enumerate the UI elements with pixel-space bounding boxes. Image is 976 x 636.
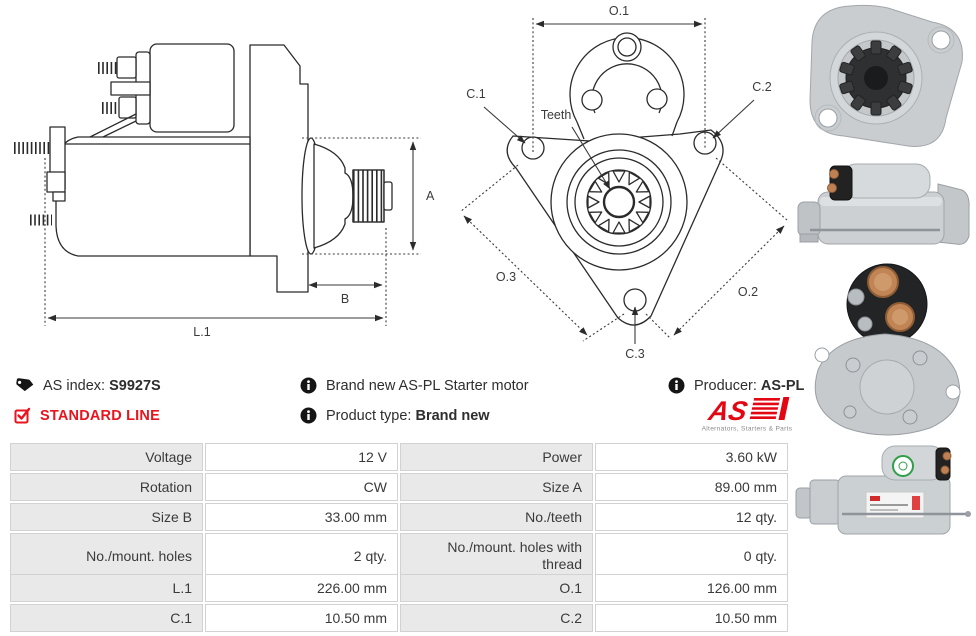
table-row: Voltage 12 V Power 3.60 kW: [10, 443, 788, 471]
spec-value: 12 V: [205, 443, 398, 471]
dim-label-o3: O.3: [496, 270, 516, 284]
as-index-label: AS index:: [43, 378, 106, 394]
dim-label-a: A: [426, 189, 435, 203]
product-photo-rear-view: [814, 263, 961, 436]
spec-label: C.2: [400, 604, 593, 632]
spec-label: Size B: [10, 503, 203, 531]
table-row: L.1 226.00 mm O.1 126.00 mm: [10, 574, 788, 602]
standard-line-label: STANDARD LINE: [40, 407, 160, 424]
dim-label-o1: O.1: [609, 4, 629, 18]
spec-label: No./mount. holes with thread: [400, 533, 593, 579]
technical-drawing-side-view: A B L.1: [14, 43, 435, 339]
description-row: Brand new AS-PL Starter motor: [300, 377, 529, 394]
spec-label: Voltage: [10, 443, 203, 471]
spec-value: 10.50 mm: [595, 604, 788, 632]
producer-label: Producer:: [694, 377, 757, 394]
description-text: Brand new AS-PL Starter motor: [326, 377, 529, 394]
product-photo-side-view: [797, 163, 970, 245]
side-view-dimension-lines: [44, 137, 421, 326]
dim-label-teeth: Teeth: [541, 108, 572, 122]
spec-value: 0 qty.: [595, 533, 788, 579]
spec-label: C.1: [10, 604, 203, 632]
starter-front-outline: [506, 32, 724, 326]
info-icon: [300, 407, 317, 424]
spec-value: 3.60 kW: [595, 443, 788, 471]
standard-line-row: STANDARD LINE: [14, 407, 160, 424]
as-pl-logo: AS Alternators, Starters & Parts: [699, 394, 795, 434]
logo-tagline: Alternators, Starters & Parts: [702, 426, 793, 433]
spec-label: Size A: [400, 473, 593, 501]
dim-label-c3: C.3: [625, 347, 645, 361]
dim-label-o2: O.2: [738, 285, 758, 299]
product-type-row: Product type: Brand new: [300, 407, 490, 424]
producer-value: AS-PL: [760, 377, 805, 394]
spec-value: 226.00 mm: [205, 574, 398, 602]
as-index-value: S9927S: [109, 378, 161, 394]
producer-text: Producer: AS-PL: [694, 378, 804, 394]
dim-label-c1: C.1: [466, 87, 486, 101]
as-index-row: AS index: S9927S: [14, 377, 161, 395]
spec-label: O.1: [400, 574, 593, 602]
product-photo-side-label-view: [795, 445, 971, 535]
technical-drawing-front-view: O.1 C.1 C.2 Teeth O.3 O.2 C.3: [459, 4, 788, 361]
as-pl-logo-graphic: AS Alternators, Starters & Parts: [702, 395, 793, 433]
spec-value: 126.00 mm: [595, 574, 788, 602]
spec-label: Rotation: [10, 473, 203, 501]
product-type-value: Brand new: [415, 407, 490, 424]
spec-label: Power: [400, 443, 593, 471]
dim-label-c2: C.2: [752, 80, 772, 94]
spec-table-upper: Voltage 12 V Power 3.60 kW Rotation CW S…: [8, 441, 790, 581]
table-row: Size B 33.00 mm No./teeth 12 qty.: [10, 503, 788, 531]
spec-label: No./mount. holes: [10, 533, 203, 579]
spec-value: 89.00 mm: [595, 473, 788, 501]
product-type-label: Product type:: [326, 407, 412, 424]
front-view-dimension-lines: [459, 18, 788, 344]
spec-value: 33.00 mm: [205, 503, 398, 531]
spec-value: 10.50 mm: [205, 604, 398, 632]
dim-label-l1: L.1: [193, 325, 210, 339]
spec-table-lower: L.1 226.00 mm O.1 126.00 mm C.1 10.50 mm…: [8, 572, 790, 634]
table-row: Rotation CW Size A 89.00 mm: [10, 473, 788, 501]
checkbox-check-icon: [14, 407, 31, 424]
starter-side-outline: [14, 43, 393, 293]
as-index-text: AS index: S9927S: [43, 378, 161, 394]
logo-as-text: AS: [705, 395, 750, 426]
product-type-text: Product type: Brand new: [326, 408, 490, 424]
pinion-gear-photo: [839, 40, 913, 116]
side-view-dimension-labels: A B L.1: [193, 189, 435, 339]
spec-value: 12 qty.: [595, 503, 788, 531]
producer-row: Producer: AS-PL: [668, 377, 804, 394]
info-icon: [668, 377, 685, 394]
tag-icon: [16, 378, 34, 392]
product-photo-column: [790, 0, 976, 560]
spec-value: 2 qty.: [205, 533, 398, 579]
pinion-gear-drawing: [586, 169, 652, 235]
dim-label-b: B: [341, 292, 349, 306]
front-view-dimension-labels: O.1 C.1 C.2 Teeth O.3 O.2 C.3: [466, 4, 772, 361]
table-row: C.1 10.50 mm C.2 10.50 mm: [10, 604, 788, 632]
info-icon: [300, 377, 317, 394]
product-photo-front-view: [809, 4, 963, 147]
spec-value: CW: [205, 473, 398, 501]
spec-label: L.1: [10, 574, 203, 602]
spec-label: No./teeth: [400, 503, 593, 531]
green-quality-sticker: [892, 455, 914, 477]
table-row: No./mount. holes 2 qty. No./mount. holes…: [10, 533, 788, 579]
